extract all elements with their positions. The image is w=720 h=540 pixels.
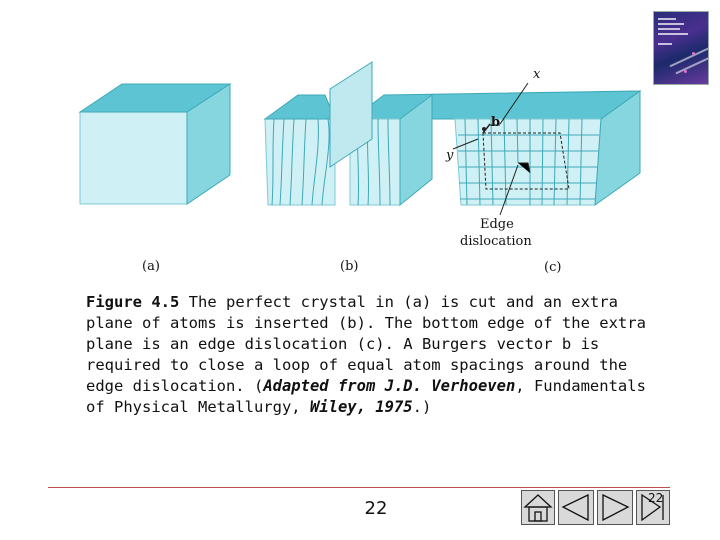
perfect-crystal-block bbox=[78, 83, 232, 205]
caption-text-3: .) bbox=[412, 398, 432, 416]
crystal-dislocation-figure: x y b Edge dislocation (a) (b) (c) bbox=[78, 61, 642, 275]
caption-text-1: The perfect crystal in (a) is cut and an… bbox=[86, 293, 646, 395]
footer-divider bbox=[48, 487, 670, 488]
caption-text-2: , Fundamentals of Physical Metallurgy, bbox=[86, 377, 646, 416]
burgers-vector-label: b bbox=[491, 115, 500, 130]
caption-italic-2: Wiley, 1975 bbox=[309, 398, 413, 416]
book-cover-thumbnail bbox=[653, 11, 709, 85]
panel-label-b: (b) bbox=[340, 259, 358, 274]
home-button[interactable] bbox=[521, 490, 555, 525]
next-icon bbox=[597, 490, 633, 525]
caption-italic-1: Adapted from J.D. Verhoeven bbox=[263, 377, 516, 395]
figure-number: Figure 4.5 bbox=[86, 293, 180, 311]
previous-icon bbox=[558, 490, 594, 525]
next-button[interactable] bbox=[597, 490, 633, 525]
dislocated-crystal-block bbox=[452, 82, 641, 216]
end-button[interactable] bbox=[636, 490, 670, 525]
nav-slide-number: 22 bbox=[648, 491, 664, 505]
axis-x-label: x bbox=[533, 67, 541, 82]
panel-label-a: (a) bbox=[142, 259, 160, 274]
axis-y-label: y bbox=[445, 148, 454, 163]
figure-caption: Figure 4.5 The perfect crystal in (a) is… bbox=[86, 292, 656, 418]
edge-label: Edge bbox=[480, 217, 514, 232]
panel-label-c: (c) bbox=[544, 260, 561, 275]
previous-button[interactable] bbox=[558, 490, 594, 525]
page-number: 22 bbox=[364, 498, 388, 519]
dislocation-label: dislocation bbox=[460, 234, 532, 249]
home-icon bbox=[521, 490, 555, 525]
end-icon bbox=[636, 490, 670, 525]
